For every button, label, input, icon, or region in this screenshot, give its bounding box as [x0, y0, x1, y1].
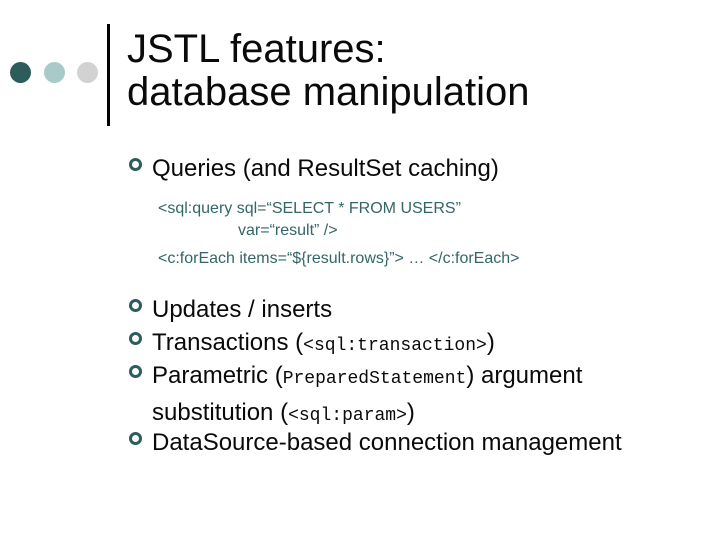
transactions-text-close: ): [486, 329, 495, 356]
bullet-label-parametric: Parametric (PreparedStatement) argument s…: [152, 359, 582, 433]
bullet-ring-icon: [129, 432, 142, 445]
parametric-text-close: ): [406, 399, 415, 426]
parametric-text-substitution: substitution (: [152, 399, 289, 426]
parametric-code-sql-param: <sql:param>: [288, 406, 407, 426]
bullet-item-transactions: Transactions (<sql:transaction>): [129, 326, 704, 363]
parametric-text-argument: ) argument: [466, 362, 583, 389]
slide-title-line1: JSTL features:: [127, 27, 386, 71]
bullet-ring-icon: [129, 158, 142, 171]
decorative-dot-light-teal: [44, 62, 65, 83]
decorative-dot-gray: [77, 62, 98, 83]
bullet-ring-icon: [129, 365, 142, 378]
slide-title-line2: database manipulation: [127, 70, 530, 114]
bullet-item-queries: Queries (and ResultSet caching): [129, 152, 704, 186]
code-line-sql-query: <sql:query sql=“SELECT * FROM USERS”: [158, 200, 461, 217]
bullet-label-updates: Updates / inserts: [152, 296, 333, 323]
bullet-ring-icon: [129, 299, 142, 312]
bullet-label-queries: Queries (and ResultSet caching): [152, 155, 499, 182]
transactions-text: Transactions (: [152, 329, 304, 356]
bullet-item-updates: Updates / inserts: [129, 293, 704, 327]
slide-title: JSTL features:database manipulation: [127, 28, 530, 114]
transactions-code-tag: <sql:transaction>: [303, 336, 487, 356]
bullet-label-transactions: Transactions (<sql:transaction>): [152, 326, 495, 363]
bullet-label-datasource: DataSource-based connection management: [152, 429, 622, 456]
bullet-item-parametric: Parametric (PreparedStatement) argument s…: [129, 359, 704, 433]
bullet-item-datasource: DataSource-based connection management: [129, 426, 704, 460]
decorative-dot-dark-teal: [10, 62, 31, 83]
code-line-foreach: <c:forEach items=“${result.rows}”> … </c…: [158, 250, 520, 267]
parametric-text: Parametric (: [152, 362, 283, 389]
parametric-code-preparedstatement: PreparedStatement: [282, 369, 467, 389]
bullet-ring-icon: [129, 332, 142, 345]
code-line-var-result: var=“result” />: [238, 222, 338, 239]
title-accent-line: [107, 24, 110, 126]
